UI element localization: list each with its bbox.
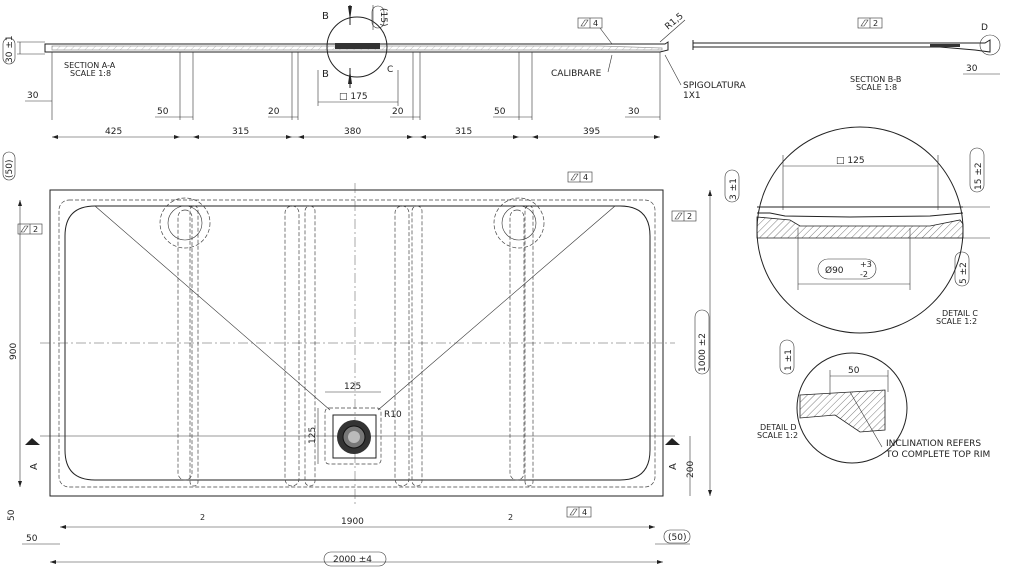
detail-c-tol-minus: -2: [860, 270, 868, 279]
flatness-left: 2: [17, 223, 43, 235]
section-height: 30 ±1: [5, 35, 15, 63]
detail-d-height: 1 ±1: [784, 349, 794, 371]
dim-315-a: 315: [232, 127, 249, 137]
dim-395: 395: [583, 127, 600, 137]
flatness-symbol-aa: 4: [577, 17, 613, 45]
drain-height-plan: 125: [308, 427, 318, 444]
cut-b-top-label: B: [322, 11, 329, 22]
plan-channels: [177, 205, 534, 487]
section-aa-scale: SCALE 1:8: [70, 69, 111, 78]
dim-315-b: 315: [455, 127, 472, 137]
drain-radius: R10: [384, 410, 402, 420]
flatness-bottom-value: 4: [582, 508, 587, 517]
c-label: C: [387, 65, 393, 75]
detail-d-note-2: TO COMPLETE TOP RIM: [885, 450, 990, 460]
overall-width-dim: 1900: [341, 517, 364, 527]
calibrare-label: CALIBRARE: [551, 69, 602, 79]
drain-width: □ 175: [339, 92, 368, 102]
mark-left: 2: [200, 513, 205, 522]
section-aa-view: B B C (15) 30 ±1 SECTION A-A SCALE 1:8 3…: [2, 5, 747, 139]
detail-d-width: 50: [848, 366, 860, 376]
section-bb-title: SECTION B-B: [850, 75, 901, 84]
flatness-top: 4: [567, 171, 593, 183]
flatness-right-value: 2: [687, 212, 692, 221]
gap-3: 20: [392, 107, 404, 117]
detail-c-small-height: 3 ±1: [729, 178, 739, 200]
detail-c: □ 125 Ø90 +3 -2 15 ±2 3 ±1 5 ±2 DETAIL C…: [724, 126, 990, 334]
cut-b-bottom-label: B: [322, 69, 329, 80]
detail-c-top-height: 15 ±2: [974, 162, 984, 190]
dim-425: 425: [105, 127, 122, 137]
section-aa-title: SECTION A-A: [64, 61, 116, 70]
flatness-value-bb: 2: [873, 19, 878, 28]
plan-view: 125 125 R10 A A 2 2 4 2 2: [2, 151, 712, 567]
section-bb-dim: 30: [966, 64, 978, 74]
detail-c-bottom-height: 5 ±2: [959, 262, 969, 284]
gap-4: 50: [494, 107, 506, 117]
section-bb-scale: SCALE 1:8: [856, 83, 897, 92]
spigolatura-label: SPIGOLATURA: [683, 81, 747, 91]
drain-width-plan: 125: [344, 382, 361, 392]
drain: [324, 407, 382, 465]
bottom-50-dim: 50: [7, 509, 17, 521]
side-left-dim: 30: [27, 91, 39, 101]
detail-d: 50 1 ±1 DETAIL D SCALE 1:2 INCLINATION R…: [757, 339, 990, 464]
detail-d-note-1: INCLINATION REFERS: [886, 439, 981, 449]
detail-d-marker: D: [981, 23, 988, 33]
side-right-dim: 30: [628, 107, 640, 117]
detail-c-title: DETAIL C: [942, 309, 978, 318]
left-50-dim: 50: [26, 534, 38, 544]
spigolatura-size: 1X1: [683, 91, 701, 101]
section-a-right-label: A: [668, 463, 679, 470]
top-50-dim: (50): [5, 160, 15, 178]
flatness-symbol-bb: 2: [857, 17, 883, 29]
detail-d-scale: SCALE 1:2: [757, 431, 798, 440]
inner-height-dim: 900: [9, 343, 19, 360]
detail-c-scale: SCALE 1:2: [936, 317, 977, 326]
dim-380: 380: [344, 127, 361, 137]
gap-1: 50: [157, 107, 169, 117]
detail-c-width: □ 125: [836, 156, 865, 166]
overall-total-dim: 2000 ±4: [333, 555, 372, 565]
flatness-left-value: 2: [33, 225, 38, 234]
right-50-dim: (50): [668, 533, 686, 543]
drain-depth: (15): [378, 8, 388, 26]
flatness-right: 2: [671, 210, 697, 222]
outer-height-dim: 1000 ±2: [698, 333, 708, 372]
gap-2: 20: [268, 107, 280, 117]
section-bb-view: D 30 SECTION B-B SCALE 1:8 2: [692, 17, 1001, 92]
flatness-value-aa: 4: [593, 19, 598, 28]
mark-right: 2: [508, 513, 513, 522]
drain-offset-dim: 200: [686, 461, 696, 478]
flatness-top-value: 4: [583, 173, 588, 182]
detail-c-tol-plus: +3: [860, 260, 872, 269]
detail-d-title: DETAIL D: [760, 423, 796, 432]
flatness-bottom: 4: [566, 506, 592, 518]
section-a-left-label: A: [29, 463, 40, 470]
detail-c-diameter: Ø90: [825, 265, 844, 276]
